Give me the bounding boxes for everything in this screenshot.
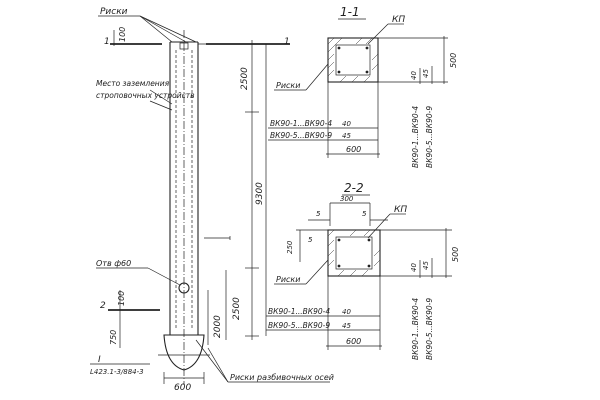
section-1-vert-var1: ВК90-1...ВК90-4 xyxy=(411,106,420,168)
dim-9300: 9300 xyxy=(255,182,265,205)
section-1-hatch xyxy=(327,37,379,83)
section-1-kp: КП xyxy=(392,15,405,25)
section-mark-1-left: 1 xyxy=(104,37,110,47)
label-sling: строповочных устройств xyxy=(96,91,195,100)
section-2-d5c: 5 xyxy=(308,236,313,244)
section-2-bar xyxy=(337,264,341,268)
section-2-marks-leader xyxy=(305,259,329,285)
section-1-marks: Риски xyxy=(276,81,300,90)
section-1-var2: ВК90-5...ВК90-9 xyxy=(270,131,332,140)
section-2-height: 500 xyxy=(451,247,460,262)
label-marks-bottom: Риски разбивочных осей xyxy=(230,373,334,382)
section-2-vert-var1: ВК90-1...ВК90-4 xyxy=(411,298,420,360)
section-1-width: 600 xyxy=(346,145,361,154)
leader-marks-bottom-2 xyxy=(207,347,229,383)
section-2-table-40: 40 xyxy=(342,308,351,316)
section-2-width: 600 xyxy=(346,337,361,346)
section-2-outer xyxy=(327,229,381,277)
section-2-vert-var2: ВК90-5...ВК90-9 xyxy=(425,298,434,360)
label-hole: Отв ф60 xyxy=(96,259,131,268)
dim-2000: 2000 xyxy=(213,315,223,338)
section-2-kp: КП xyxy=(394,205,407,215)
section-1-1: 1-1 КП Риски xyxy=(268,5,458,168)
section-2-kp-leader xyxy=(367,213,391,239)
section-1-marks-leader xyxy=(305,63,329,91)
section-1-bar xyxy=(365,70,369,74)
leader-hole xyxy=(147,267,181,286)
section-2-cage xyxy=(335,236,373,270)
top-cap xyxy=(179,42,189,50)
section-2-var2: ВК90-5...ВК90-9 xyxy=(268,321,330,330)
section-1-vert-var2: ВК90-5...ВК90-9 xyxy=(425,106,434,168)
section-1-v45: 45 xyxy=(422,69,430,78)
dim-2500-top: 2500 xyxy=(240,67,250,90)
leader-marks-top-3 xyxy=(139,15,197,43)
section-1-title: 1-1 xyxy=(340,5,360,19)
label-marks-top: Риски xyxy=(100,7,128,17)
section-2-var1: ВК90-1...ВК90-4 xyxy=(268,307,330,316)
section-1-height: 500 xyxy=(449,53,458,68)
dim-750: 750 xyxy=(109,330,118,345)
section-1-bar xyxy=(365,46,369,50)
section-2-d5b: 5 xyxy=(362,210,367,218)
label-grounding: Место заземления xyxy=(96,79,170,88)
dim-top-100: 100 xyxy=(118,27,127,42)
leader-marks-top-2 xyxy=(139,15,187,43)
section-1-bar xyxy=(337,46,341,50)
hole-circle xyxy=(178,282,190,294)
section-2-bar xyxy=(337,238,341,242)
section-2-hatch xyxy=(327,229,381,277)
column-elevation: 1 1 100 2500 9300 Риски Место заземления… xyxy=(90,7,334,393)
section-2-bar xyxy=(367,264,371,268)
section-2-v45: 45 xyxy=(422,261,430,270)
section-2-2: 2-2 300 5 5 КП xyxy=(266,181,460,360)
dim-2500-bottom: 2500 xyxy=(232,297,242,320)
section-1-table-45: 45 xyxy=(342,132,351,140)
section-mark-1-right: 1 xyxy=(284,37,290,47)
section-2-table-45: 45 xyxy=(342,322,351,330)
leader-grounding xyxy=(149,89,173,105)
dim-100b: 100 xyxy=(117,291,126,306)
section-2-d5a: 5 xyxy=(316,210,321,218)
section-2-bar xyxy=(367,238,371,242)
section-1-v40: 40 xyxy=(410,71,418,80)
section-2-d300: 300 xyxy=(340,195,354,203)
ref-I: I xyxy=(98,355,101,365)
section-1-cage xyxy=(335,44,371,76)
section-2-d250: 250 xyxy=(286,240,294,254)
leader-marks-top-1 xyxy=(139,15,173,43)
doc-ref: L423.1-3/884-3 xyxy=(90,368,144,376)
section-1-table-40: 40 xyxy=(342,120,351,128)
section-1-bar xyxy=(337,70,341,74)
section-2-marks: Риски xyxy=(276,275,300,284)
leader-marks-bottom-1 xyxy=(195,339,229,383)
section-1-kp-leader xyxy=(367,23,389,45)
section-2-v40: 40 xyxy=(410,263,418,272)
section-2-title: 2-2 xyxy=(344,181,364,195)
section-1-var1: ВК90-1...ВК90-4 xyxy=(270,119,332,128)
section-mark-2-left: 2 xyxy=(100,301,106,311)
column-base xyxy=(163,334,205,371)
leader-sling xyxy=(149,100,173,111)
dim-600-bottom: 600 xyxy=(174,383,191,393)
